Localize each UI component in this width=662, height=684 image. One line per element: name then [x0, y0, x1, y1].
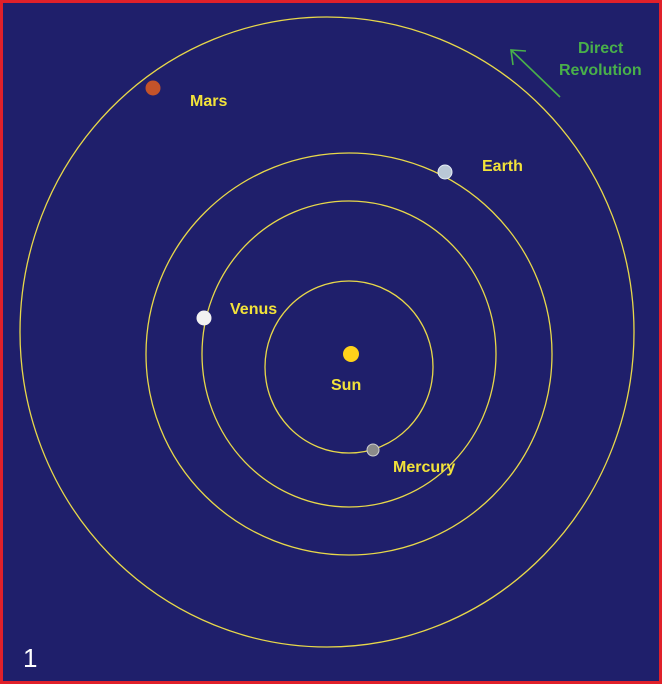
- direction-label-line-1: Direct: [578, 40, 624, 57]
- sun-body: [343, 346, 359, 362]
- mars-body: [145, 80, 161, 96]
- mercury-body: [366, 443, 380, 457]
- earth-orbit: [145, 152, 553, 556]
- venus-body: [196, 310, 212, 326]
- figure-number: 1: [23, 643, 37, 673]
- mercury-orbit: [264, 280, 434, 454]
- earth-body: [437, 164, 453, 180]
- mercury-label: Mercury: [393, 459, 455, 476]
- venus-label: Venus: [230, 301, 277, 318]
- sun-label: Sun: [331, 377, 361, 394]
- solar-system-diagram: Sun Mercury Venus Earth Mars Direct Revo…: [19, 16, 642, 673]
- venus-orbit: [201, 200, 497, 508]
- direction-label-line-2: Revolution: [559, 62, 642, 79]
- earth-label: Earth: [482, 158, 523, 175]
- mars-label: Mars: [190, 93, 227, 110]
- direction-arrow: [510, 49, 561, 98]
- mars-orbit: [19, 16, 635, 648]
